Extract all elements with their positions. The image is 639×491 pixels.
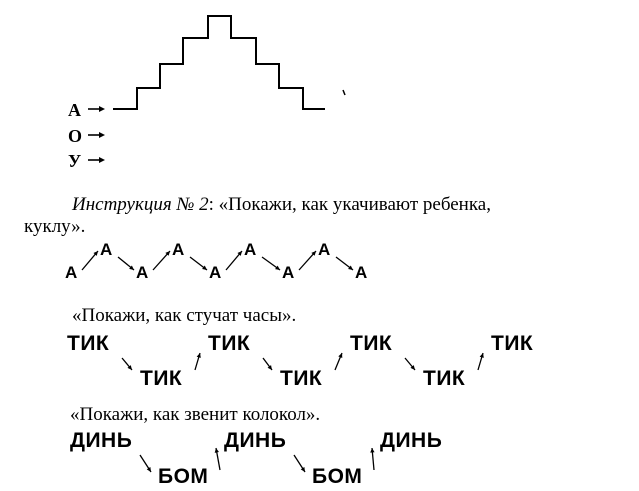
bell-word: БОМ [312,465,363,488]
arrow-head [129,265,134,270]
rocking-syllable: А [65,263,78,282]
rocking-syllable: А [318,240,331,259]
vowel-arrow-o [88,132,105,138]
arrow-head [127,365,132,370]
arrow-head [165,251,170,256]
arrow-head [214,448,219,453]
bell-word: БОМ [158,465,209,488]
rocking-syllable: А [209,263,222,282]
clock-word: ТИК [280,367,323,390]
arrow-head [196,353,201,358]
arrow-head [338,353,343,358]
instruction-text-line1: : «Покажи, как укачивают ребенка, [208,194,491,215]
small-dash [342,89,346,96]
arrow-head [311,251,316,256]
bell-word: ДИНЬ [380,429,443,452]
arrow-head [202,265,207,270]
clock-word: ТИК [140,367,183,390]
arrow-head [237,251,242,256]
vowel-u: У [68,151,82,171]
rocking-syllable: А [136,263,149,282]
instruction-label: Инструкция № 2 [72,194,209,215]
instruction-text: Инструкция № 2: «Покажи, как укачивают р… [24,194,622,238]
vowel-arrow-a [88,106,105,112]
clock-word: ТИК [423,367,466,390]
rocking-syllable: А [355,263,368,282]
rocking-arrows [81,250,354,271]
arrow-head [300,467,305,472]
rocking-syllable: А [244,240,257,259]
arrow-head [370,448,375,453]
clock-word: ТИК [208,332,251,355]
clock-arrows [121,352,484,371]
rocking-syllable: А [100,240,113,259]
clock-word: ТИК [67,332,110,355]
instruction-text-line2: куклу». [24,215,86,237]
arrow-head [93,251,98,256]
arrow-head [146,467,151,472]
vowel-arrow-u [88,157,105,163]
staircase-line [113,15,325,110]
clock-caption: «Покажи, как стучат часы». [72,305,297,326]
arrow-head [410,365,415,370]
clock-word: ТИК [350,332,393,355]
bell-caption: «Покажи, как звенит колокол». [70,404,321,425]
bell-word: ДИНЬ [70,429,133,452]
clock-word: ТИК [491,332,534,355]
rocking-syllable: А [282,263,295,282]
vowel-a: А [68,100,81,120]
rocking-syllable: А [172,240,185,259]
bell-word: ДИНЬ [224,429,287,452]
arrow-head [348,265,353,270]
arrow-head [267,365,272,370]
arrow-head [275,265,280,270]
vowel-o: О [68,126,83,146]
bell-arrows [139,447,375,473]
arrow-head [479,353,484,358]
